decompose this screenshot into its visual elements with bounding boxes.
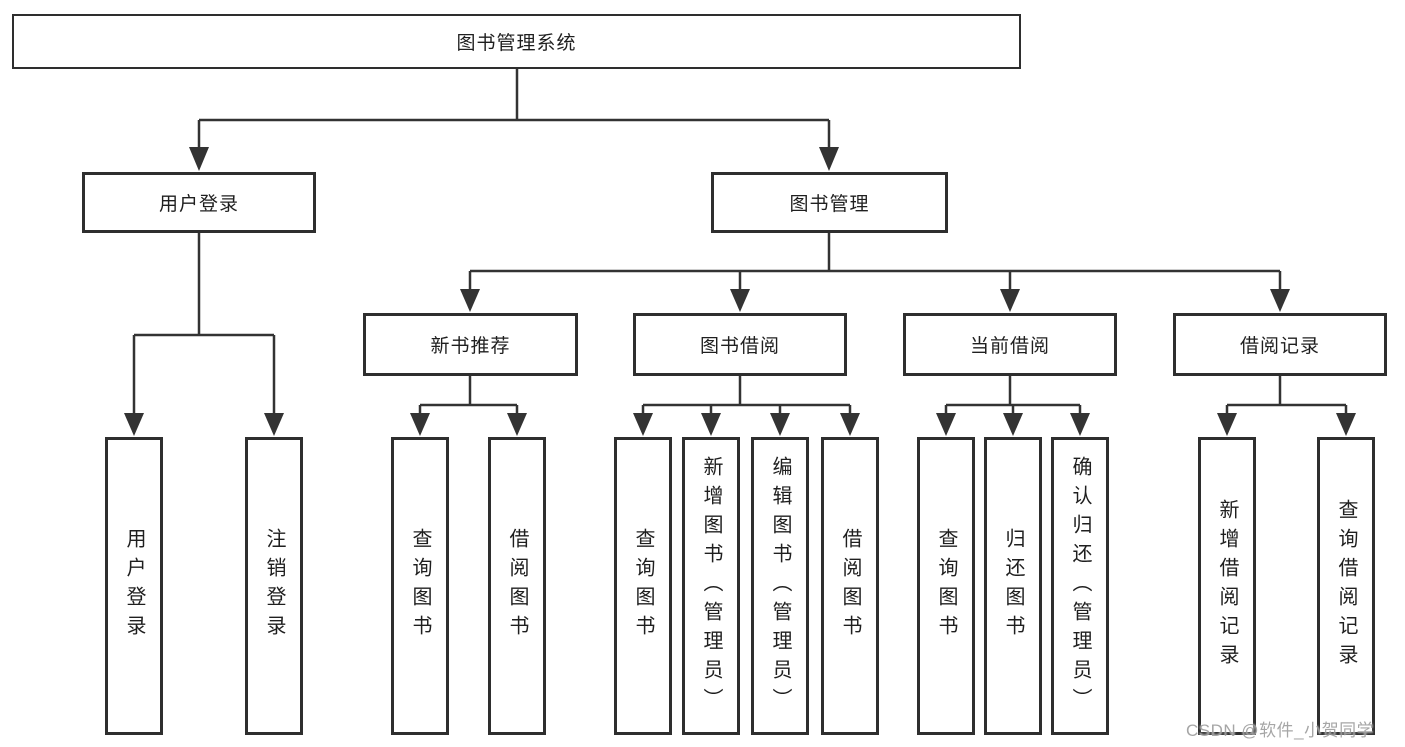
leaf-add-borrow-record: 新增借阅记录	[1198, 437, 1256, 735]
node-label: 确认归还（管理员）	[1069, 455, 1091, 717]
csdn-watermark: CSDN @软件_小贺同学	[1186, 721, 1375, 740]
node-label: 新增图书（管理员）	[700, 455, 722, 717]
node-user-login: 用户登录	[82, 172, 316, 233]
node-label: 注销登录	[263, 528, 285, 644]
node-label: 查询图书	[409, 528, 431, 644]
node-label: 编辑图书（管理员）	[769, 455, 791, 717]
leaf-query-books-current: 查询图书	[917, 437, 975, 735]
leaf-query-books-recommend: 查询图书	[391, 437, 449, 735]
node-label: 用户登录	[158, 194, 239, 215]
node-label: 用户登录	[123, 528, 145, 644]
leaf-borrow-books: 借阅图书	[821, 437, 879, 735]
node-label: 查询借阅记录	[1335, 499, 1357, 673]
node-book-management: 图书管理	[711, 172, 948, 233]
node-label: 归还图书	[1002, 528, 1024, 644]
leaf-edit-book-admin: 编辑图书（管理员）	[751, 437, 809, 735]
node-label: 查询图书	[935, 528, 957, 644]
leaf-confirm-return-admin: 确认归还（管理员）	[1051, 437, 1109, 735]
node-label: 图书管理系统	[456, 33, 577, 54]
node-label: 新书推荐	[430, 336, 511, 357]
node-label: 查询图书	[632, 528, 654, 644]
node-current-borrowing: 当前借阅	[903, 313, 1117, 376]
node-label: 当前借阅	[969, 336, 1050, 357]
leaf-add-book-admin: 新增图书（管理员）	[682, 437, 740, 735]
leaf-query-books-borrow: 查询图书	[614, 437, 672, 735]
arrowheads	[124, 147, 1356, 436]
node-book-borrowing: 图书借阅	[633, 313, 847, 376]
node-label: 借阅记录	[1239, 336, 1320, 357]
node-label: 图书管理	[789, 194, 870, 215]
node-new-book-recommend: 新书推荐	[363, 313, 578, 376]
node-label: 借阅图书	[839, 528, 861, 644]
leaf-borrow-books-recommend: 借阅图书	[488, 437, 546, 735]
node-label: 图书借阅	[699, 336, 780, 357]
leaf-query-borrow-record: 查询借阅记录	[1317, 437, 1375, 735]
leaf-logout: 注销登录	[245, 437, 303, 735]
leaf-return-books: 归还图书	[984, 437, 1042, 735]
node-system-root: 图书管理系统	[12, 14, 1021, 69]
node-borrowing-records: 借阅记录	[1173, 313, 1387, 376]
leaf-user-login: 用户登录	[105, 437, 163, 735]
node-label: 新增借阅记录	[1216, 499, 1238, 673]
node-label: 借阅图书	[506, 528, 528, 644]
